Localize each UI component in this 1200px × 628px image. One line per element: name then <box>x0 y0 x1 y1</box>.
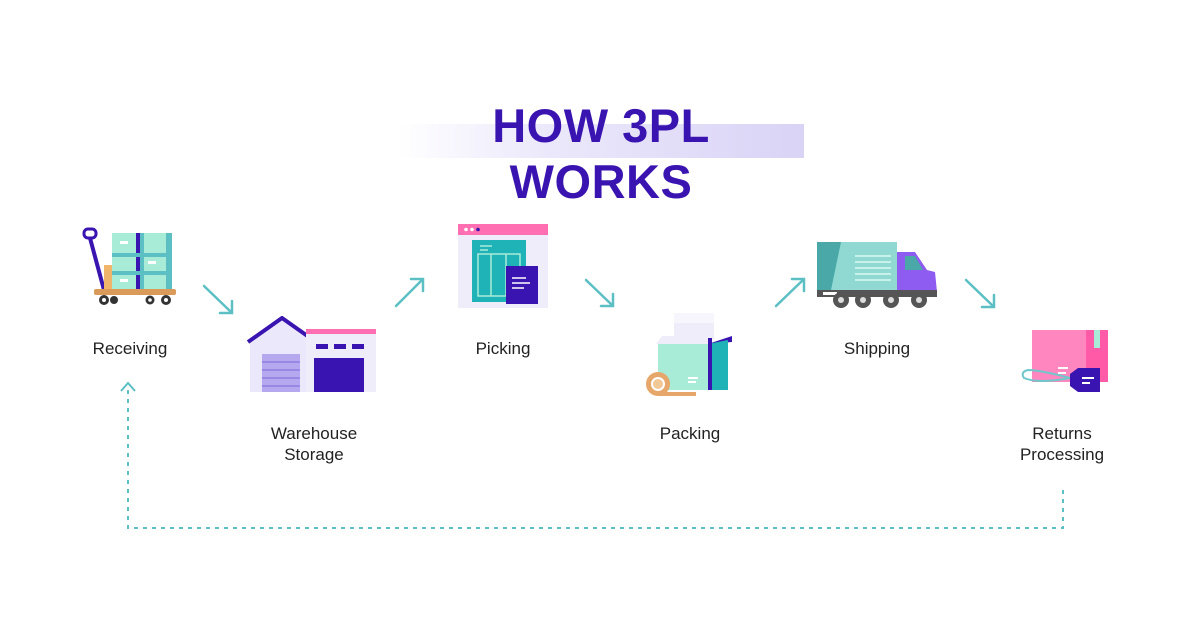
title-highlight <box>398 124 804 158</box>
delivery-truck-icon <box>817 242 937 308</box>
page-title: HOW 3PL WORKS <box>492 99 710 208</box>
arrow-receiving-to-storage <box>202 284 234 315</box>
step-label-shipping: Shipping <box>843 339 911 358</box>
return-loop-arrowhead <box>120 381 136 392</box>
title-block: HOW 3PL WORKS <box>398 98 804 208</box>
arrow-storage-to-picking <box>394 277 425 308</box>
return-package-icon <box>1021 330 1108 392</box>
open-box-tape-icon <box>646 313 732 396</box>
step-label-receiving: Receiving <box>92 339 168 358</box>
pallet-jack-icon <box>82 227 176 305</box>
arrow-packing-to-shipping <box>774 277 806 308</box>
step-label-returns-processing: Returns Processing <box>1019 424 1105 464</box>
step-label-picking: Picking <box>475 339 531 358</box>
picking-window-icon <box>458 224 548 308</box>
arrow-shipping-to-returns <box>964 278 996 309</box>
return-loop <box>127 390 1064 529</box>
arrow-picking-to-packing <box>584 278 615 308</box>
step-label-warehouse-storage: Warehouse Storage <box>270 424 358 464</box>
warehouse-icon <box>246 316 376 392</box>
step-label-packing: Packing <box>659 424 721 443</box>
